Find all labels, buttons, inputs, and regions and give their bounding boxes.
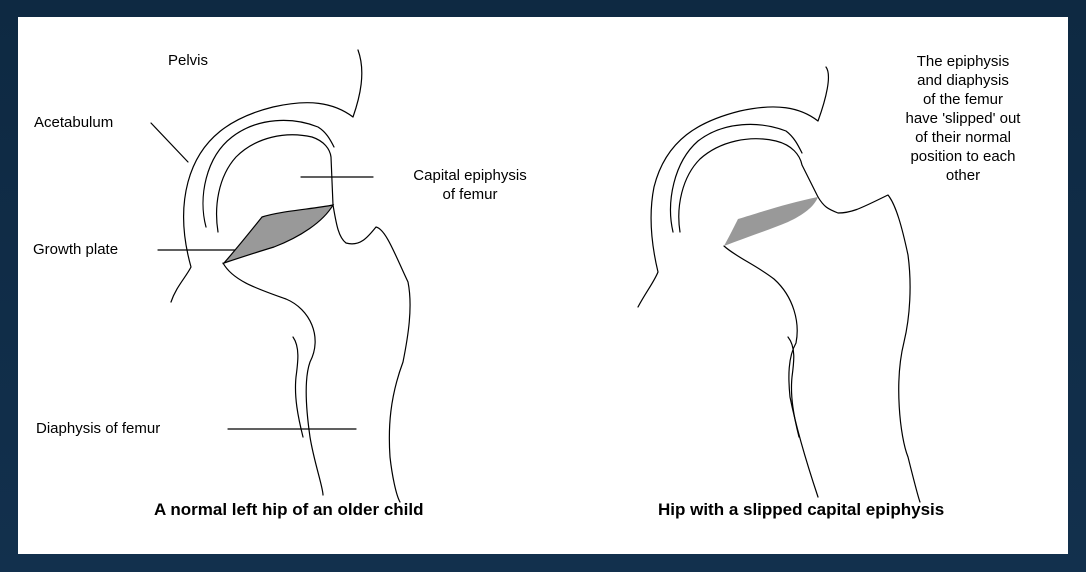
capital-epiphysis-label: Capital epiphysis of femur (380, 166, 560, 204)
diagram-panel: Pelvis Acetabulum Capital epiphysis of f… (18, 17, 1068, 554)
slipped-note: The epiphysis and diaphysis of the femur… (878, 52, 1048, 185)
slipped-note-line: of the femur (878, 90, 1048, 109)
slipped-note-line: The epiphysis (878, 52, 1048, 71)
right-pelvis-outline (638, 67, 828, 307)
capital-epiphysis-label-line1: Capital epiphysis (380, 166, 560, 185)
slipped-note-line: and diaphysis (878, 71, 1048, 90)
acetabulum-label: Acetabulum (34, 113, 113, 132)
left-figure-caption: A normal left hip of an older child (154, 500, 424, 520)
slipped-note-line: position to each (878, 147, 1048, 166)
pelvis-label: Pelvis (168, 51, 208, 70)
right-growth-plate (724, 197, 818, 246)
slipped-note-line: other (878, 166, 1048, 185)
left-pelvis-outline (171, 50, 362, 302)
diaphysis-label: Diaphysis of femur (36, 419, 160, 438)
left-growth-plate (224, 205, 333, 263)
right-figure-caption: Hip with a slipped capital epiphysis (658, 500, 944, 520)
right-femur-outline (724, 195, 920, 502)
capital-epiphysis-label-line2: of femur (380, 185, 560, 204)
acetabulum-leader-line (151, 123, 188, 162)
slipped-note-line: of their normal (878, 128, 1048, 147)
growth-plate-label: Growth plate (33, 240, 118, 259)
slipped-note-line: have 'slipped' out (878, 109, 1048, 128)
